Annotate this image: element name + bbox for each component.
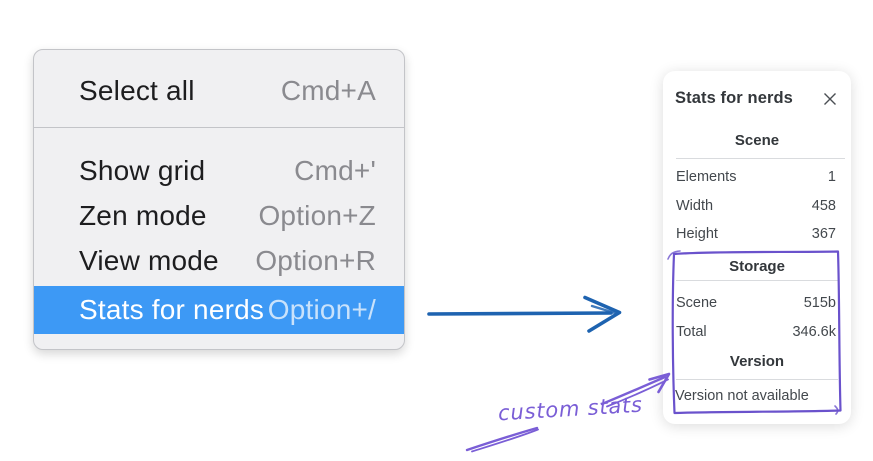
menu-item-label: Select all — [79, 75, 195, 106]
stat-row-scene-storage: Scene 515b — [663, 291, 851, 315]
section-divider — [676, 280, 838, 281]
stat-value: 367 — [811, 226, 836, 242]
menu-item-stats-for-nerds[interactable]: Stats for nerds Option+/ — [34, 286, 404, 334]
menu-item-shortcut: Cmd+' — [294, 155, 376, 186]
stat-label: Height — [676, 226, 718, 242]
section-divider — [676, 158, 845, 159]
menu-item-select-all[interactable]: Select all Cmd+A — [34, 68, 404, 114]
stat-row-height: Height 367 — [663, 222, 851, 246]
stat-value: 458 — [811, 198, 836, 214]
context-menu: Select all Cmd+A Show grid Cmd+' Zen mod… — [33, 49, 405, 350]
stat-row-width: Width 458 — [663, 194, 851, 218]
menu-item-shortcut: Cmd+A — [280, 75, 376, 106]
stat-value: 346.6k — [792, 324, 836, 340]
menu-item-label: Stats for nerds — [79, 294, 265, 325]
annotation-label: custom stats — [497, 392, 644, 426]
stat-value: 515b — [803, 295, 836, 311]
stat-row-elements: Elements 1 — [663, 165, 851, 189]
menu-item-view-mode[interactable]: View mode Option+R — [34, 238, 404, 284]
menu-item-label: View mode — [79, 245, 219, 276]
stat-value: 1 — [827, 169, 836, 185]
menu-divider — [34, 127, 404, 128]
section-divider — [676, 379, 838, 380]
section-header-scene: Scene — [734, 132, 780, 149]
stat-label: Elements — [676, 169, 737, 185]
menu-item-shortcut: Option+Z — [258, 200, 376, 231]
menu-item-shortcut: Option+/ — [267, 294, 376, 325]
section-header-version: Version — [729, 353, 785, 370]
stats-panel: Stats for nerds Scene Elements 1 Width 4… — [663, 71, 851, 424]
stats-panel-title: Stats for nerds — [675, 89, 793, 107]
menu-item-shortcut: Option+R — [255, 245, 376, 276]
stat-row-total-storage: Total 346.6k — [663, 320, 851, 344]
close-icon[interactable] — [822, 91, 838, 107]
section-header-storage: Storage — [729, 258, 785, 275]
version-note: Version not available — [675, 388, 809, 404]
menu-item-label: Zen mode — [79, 200, 207, 231]
stat-label: Total — [676, 324, 707, 340]
stat-label: Width — [676, 198, 714, 214]
stat-label: Scene — [676, 295, 718, 311]
menu-item-zen-mode[interactable]: Zen mode Option+Z — [34, 193, 404, 239]
menu-item-label: Show grid — [79, 155, 206, 186]
menu-item-show-grid[interactable]: Show grid Cmd+' — [34, 148, 404, 194]
